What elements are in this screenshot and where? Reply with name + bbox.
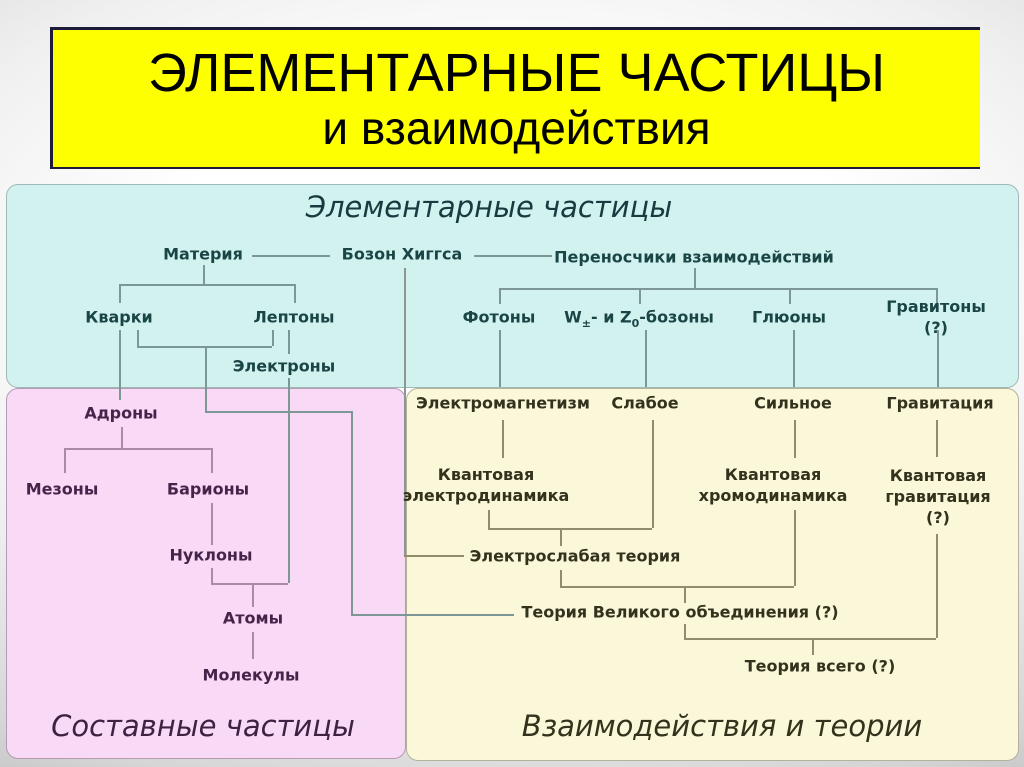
connector-line	[211, 503, 213, 545]
node-weak: Слабое	[611, 393, 679, 413]
connector-line	[211, 568, 213, 583]
connector-line	[793, 330, 795, 387]
node-electroweak: Электрослабая теория	[469, 546, 681, 566]
connector-line	[936, 534, 938, 638]
node-qed: Квантовая электродинамика	[402, 465, 570, 505]
connector-line	[812, 638, 814, 655]
node-hadrons: Адроны	[84, 403, 158, 423]
node-mesons: Мезоны	[25, 479, 99, 499]
node-carriers: Переносчики взаимодействий	[554, 247, 834, 267]
node-electromagnetism: Электромагнетизм	[416, 393, 590, 413]
connector-line	[288, 330, 290, 354]
node-toe: Теория всего (?)	[744, 656, 896, 676]
connector-line	[645, 330, 647, 387]
connector-line	[499, 288, 501, 304]
slide-title-line1: ЭЛЕМЕНТАРНЫЕ ЧАСТИЦЫ	[147, 42, 886, 103]
connector-line	[119, 284, 295, 286]
connector-line	[560, 586, 794, 588]
connector-line	[937, 330, 939, 387]
elementary-particles-heading: Элементарные частицы	[305, 190, 673, 224]
connector-line	[488, 528, 652, 530]
node-strong: Сильное	[754, 393, 832, 413]
connector-line	[272, 330, 274, 346]
node-electrons: Электроны	[232, 356, 336, 376]
connector-line	[119, 284, 121, 303]
connector-line	[684, 638, 936, 640]
composite-particles-panel: Составные частицы	[6, 388, 406, 759]
title-banner: ЭЛЕМЕНТАРНЫЕ ЧАСТИЦЫ и взаимодействия	[50, 27, 980, 169]
connector-line	[211, 583, 288, 585]
connector-line	[684, 624, 686, 638]
connector-line	[639, 288, 641, 304]
connector-line	[288, 378, 290, 583]
node-qcd: Квантовая хромодинамика	[698, 465, 848, 505]
node-gut: Теория Великого объединения (?)	[521, 602, 839, 622]
connector-line	[64, 448, 66, 473]
connector-line	[64, 448, 211, 450]
connector-line	[499, 330, 501, 387]
node-gluons: Глюоны	[752, 307, 826, 327]
node-materiya: Материя	[163, 244, 243, 264]
connector-line	[488, 510, 490, 528]
connector-line	[794, 420, 796, 458]
node-molecules: Молекулы	[202, 665, 300, 685]
interactions-theories-panel: Взаимодействия и теории	[406, 388, 1019, 761]
connector-line	[694, 268, 696, 288]
connector-line	[252, 255, 330, 257]
connector-line	[351, 614, 514, 616]
elementary-particles-panel: Элементарные частицы	[6, 184, 1019, 388]
connector-line	[684, 586, 686, 603]
interactions-theories-heading: Взаимодействия и теории	[521, 709, 923, 743]
connector-line	[936, 420, 938, 457]
connector-line	[499, 288, 936, 290]
connector-line	[252, 583, 254, 607]
connector-line	[252, 632, 254, 659]
node-gravitons: Гравитоны (?)	[886, 297, 986, 337]
node-wz-bosons: W±- и Z0-бозоны	[564, 307, 714, 330]
connector-line	[560, 528, 562, 546]
connector-line	[502, 420, 504, 458]
node-baryons: Барионы	[166, 479, 250, 499]
connector-line	[404, 268, 406, 556]
connector-line	[137, 346, 272, 348]
node-gravitation: Гравитация	[886, 393, 994, 413]
connector-line	[137, 330, 139, 346]
connector-line	[119, 330, 121, 400]
node-quarks: Кварки	[85, 307, 153, 327]
node-nucleons: Нуклоны	[169, 545, 253, 565]
connector-line	[789, 288, 791, 304]
connector-line	[351, 411, 353, 614]
slide-title-line2: и взаимодействия	[322, 101, 711, 154]
connector-line	[121, 427, 123, 448]
composite-particles-heading: Составные частицы	[51, 709, 355, 743]
node-higgs: Бозон Хиггса	[341, 244, 463, 264]
node-quantum-gravity: Квантовая гравитация (?)	[885, 465, 991, 527]
connector-line	[474, 255, 552, 257]
connector-line	[404, 555, 464, 557]
connector-line	[205, 411, 351, 413]
connector-line	[794, 510, 796, 586]
node-photons: Фотоны	[462, 307, 536, 327]
connector-line	[203, 265, 205, 284]
node-leptons: Лептоны	[253, 307, 335, 327]
node-atoms: Атомы	[222, 608, 284, 628]
connector-line	[936, 288, 938, 304]
connector-line	[211, 448, 213, 473]
connector-line	[560, 570, 562, 586]
connector-line	[205, 346, 207, 411]
connector-line	[294, 284, 296, 303]
connector-line	[652, 420, 654, 528]
